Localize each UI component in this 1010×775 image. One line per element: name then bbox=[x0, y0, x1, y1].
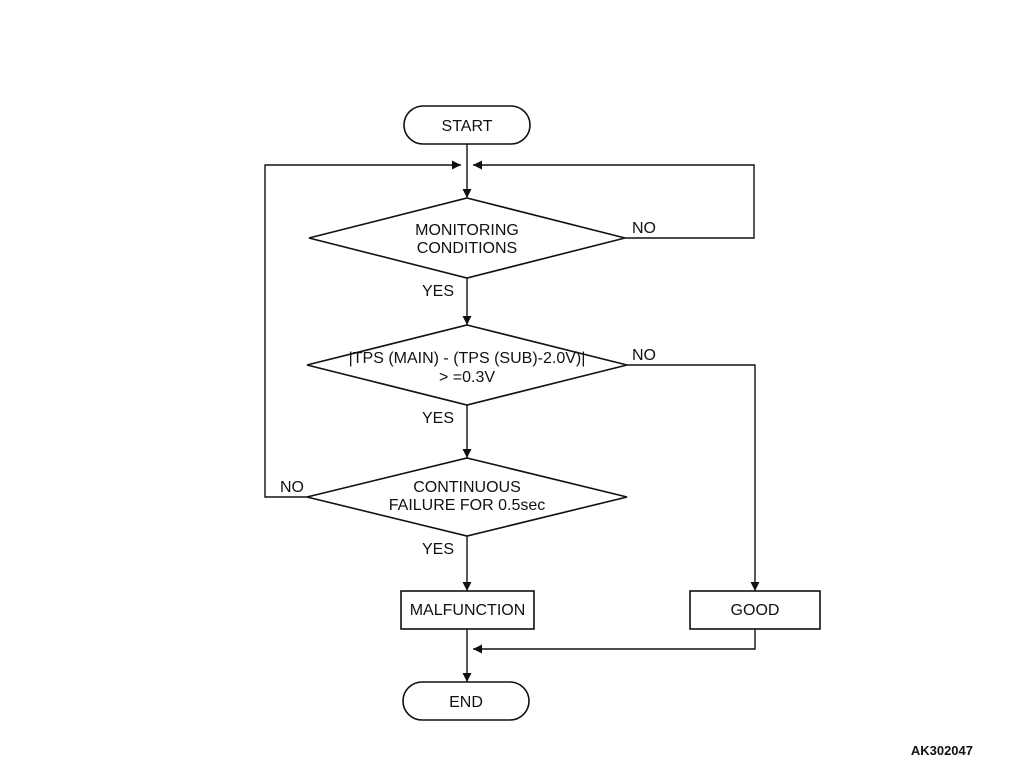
tps-decision: |TPS (MAIN) - (TPS (SUB)-2.0V)| > =0.3V bbox=[306, 324, 628, 406]
continuous-label-1: CONTINUOUS bbox=[413, 479, 521, 496]
end-label: END bbox=[449, 694, 483, 711]
monitoring-label-2: CONDITIONS bbox=[417, 240, 517, 257]
malfunction-node: MALFUNCTION bbox=[400, 590, 535, 630]
reference-code: AK302047 bbox=[911, 743, 973, 758]
good-label: GOOD bbox=[731, 602, 780, 619]
monitoring-yes-label: YES bbox=[422, 283, 454, 300]
edge-monitoring-no bbox=[473, 160, 755, 239]
monitoring-decision: MONITORING CONDITIONS bbox=[308, 197, 626, 279]
continuous-yes-label: YES bbox=[422, 541, 454, 558]
tps-label-1: |TPS (MAIN) - (TPS (SUB)-2.0V)| bbox=[349, 350, 586, 367]
monitoring-label-1: MONITORING bbox=[415, 222, 519, 239]
edge-continuous-no bbox=[264, 160, 461, 498]
malfunction-label: MALFUNCTION bbox=[410, 602, 526, 619]
end-node: END bbox=[402, 681, 530, 721]
continuous-decision: CONTINUOUS FAILURE FOR 0.5sec bbox=[306, 457, 628, 537]
tps-yes-label: YES bbox=[422, 410, 454, 427]
edge-tps-no bbox=[627, 364, 760, 591]
tps-label-2: > =0.3V bbox=[439, 369, 495, 386]
continuous-no-label: NO bbox=[280, 479, 304, 496]
continuous-label-2: FAILURE FOR 0.5sec bbox=[389, 497, 546, 514]
monitoring-no-label: NO bbox=[632, 220, 656, 237]
start-label: START bbox=[442, 118, 493, 135]
start-node: START bbox=[403, 105, 531, 145]
tps-no-label: NO bbox=[632, 347, 656, 364]
edge-good-to-end bbox=[473, 629, 756, 654]
good-node: GOOD bbox=[689, 590, 821, 630]
